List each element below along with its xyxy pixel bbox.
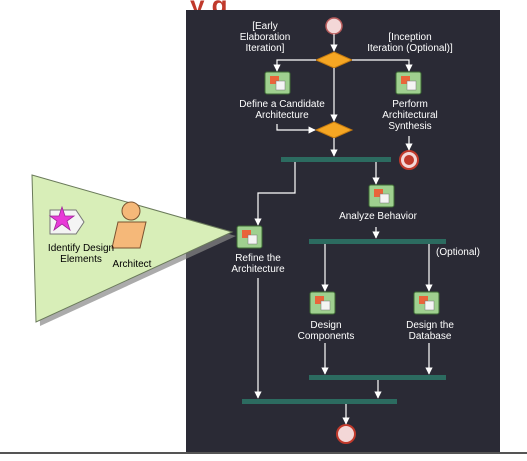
activity-icon-refine	[236, 225, 263, 249]
guard-early-elaboration: [Early Elaboration Iteration]	[239, 21, 291, 54]
fork-bar-2	[309, 239, 446, 244]
end-node-synthesis	[399, 150, 419, 170]
activity-icon-analyze	[368, 184, 395, 208]
activity-icon-components	[309, 291, 336, 315]
end-node-final	[336, 424, 356, 444]
activity-icon-database	[413, 291, 440, 315]
activity-icon-synthesis	[395, 71, 422, 95]
activity-label-define: Define a Candidate Architecture	[239, 99, 325, 121]
star-icon	[48, 205, 76, 232]
join-bar-2	[242, 399, 397, 404]
diagram-canvas	[186, 10, 500, 453]
guard-optional: (Optional)	[436, 247, 480, 258]
architect-actor-icon	[111, 201, 147, 249]
architect-label: Architect	[112, 259, 152, 270]
activity-label-database: Design the Database	[406, 320, 454, 342]
activity-icon-define	[264, 71, 291, 95]
activity-label-synthesis: Perform Architectural Synthesis	[382, 99, 438, 132]
identify-design-elements-label: Identify Design Elements	[47, 243, 115, 265]
activity-label-components: Design Components	[297, 320, 355, 342]
bottom-rule	[0, 452, 527, 454]
fork-bar-1	[281, 157, 391, 162]
flow-arrows	[254, 34, 433, 425]
join-bar-1	[309, 375, 446, 380]
activity-label-analyze: Analyze Behavior	[339, 211, 417, 222]
guard-inception: [Inception Iteration (Optional)]	[367, 32, 453, 54]
activity-label-refine: Refine the Architecture	[231, 253, 285, 275]
identify-design-elements-icon	[48, 205, 85, 235]
start-node	[325, 17, 343, 35]
